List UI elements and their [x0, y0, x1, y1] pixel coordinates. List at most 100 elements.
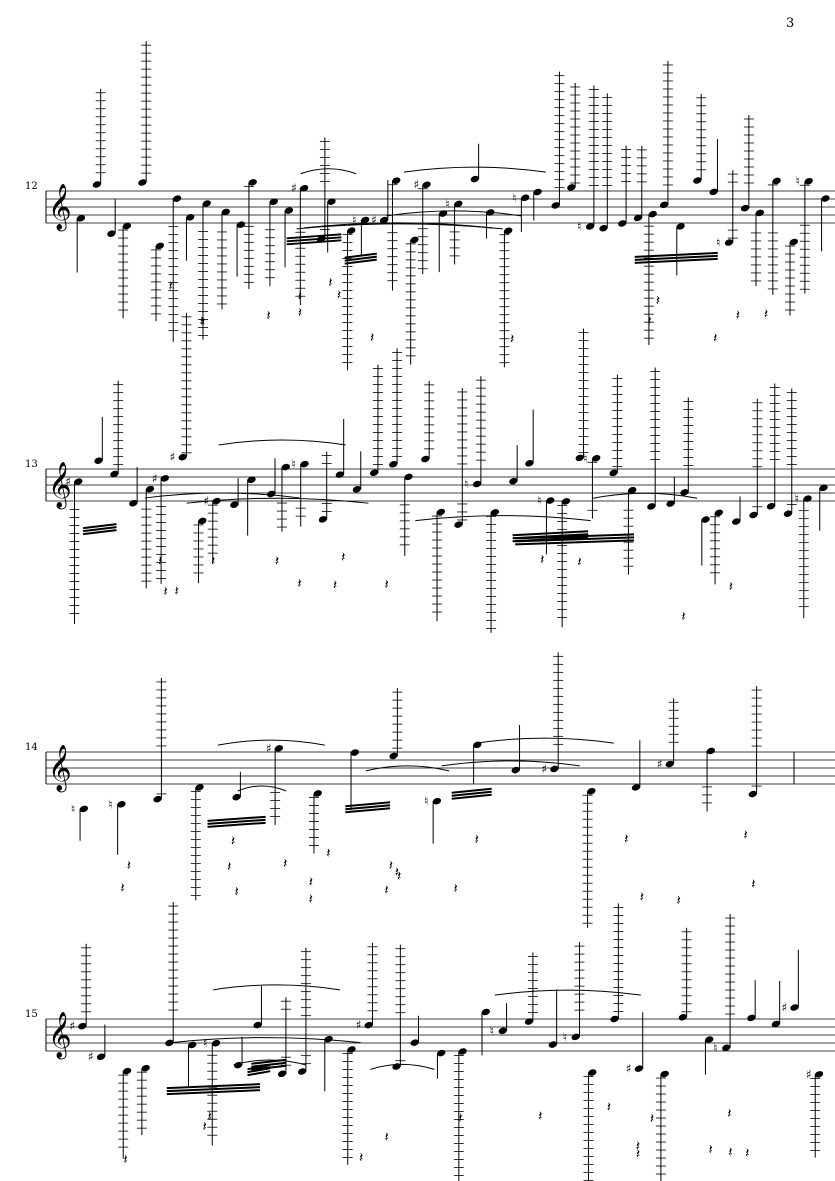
svg-text:♯: ♯: [152, 471, 158, 485]
note: [647, 367, 661, 510]
rest: 𝄽: [202, 1119, 206, 1135]
note: ♮: [352, 213, 370, 256]
svg-text:♯: ♯: [371, 213, 377, 227]
note: ♯: [204, 494, 221, 562]
rest: 𝄽: [298, 289, 302, 305]
rest: 𝄽: [676, 893, 680, 909]
note: [185, 214, 195, 261]
note: [410, 1015, 419, 1046]
note: [740, 114, 754, 212]
note: [232, 771, 241, 801]
svg-text:♯: ♯: [782, 1000, 788, 1014]
note: [267, 458, 276, 498]
note: [138, 41, 152, 186]
note: [421, 380, 435, 463]
note: [783, 388, 797, 517]
note: [710, 509, 724, 585]
note: [659, 60, 673, 209]
staff-system-12: 12𝄞♯♮♯♯♮♮♮♮♮𝄽𝄽𝄽𝄽𝄽𝄽𝄽𝄽𝄽𝄽𝄽𝄽𝄽𝄽𝄽: [25, 41, 835, 371]
rest: 𝄽: [337, 287, 341, 303]
note: [610, 903, 624, 1023]
note: ♮: [795, 492, 812, 619]
note: [481, 1008, 490, 1056]
rest: 𝄽: [458, 1110, 462, 1126]
beam: [166, 1086, 261, 1093]
svg-text:♮: ♮: [512, 191, 516, 205]
beam: [634, 257, 718, 264]
beam: [344, 255, 377, 262]
note: [327, 198, 336, 253]
rest: 𝄽: [650, 1111, 654, 1127]
staff-system-15: 15𝄞♯♯♮♯♮♮♯♮♯♯𝄽𝄽𝄽𝄽𝄽𝄽𝄽𝄽𝄽𝄽𝄽𝄽𝄽𝄽𝄽: [25, 902, 835, 1181]
rest: 𝄽: [607, 1100, 611, 1116]
tie: [475, 737, 614, 744]
rest: 𝄽: [744, 827, 748, 843]
note: [193, 517, 207, 584]
note: [316, 137, 330, 243]
beam: [515, 536, 635, 543]
note: [94, 416, 103, 464]
treble-clef-icon: 𝄞: [48, 1012, 72, 1060]
note: [230, 478, 239, 508]
beam: [82, 526, 117, 533]
note: [771, 980, 781, 1028]
note: [511, 724, 521, 774]
note: [389, 348, 403, 468]
note: ♯: [291, 181, 309, 306]
beam: [512, 530, 589, 537]
rest: 𝄽: [359, 1150, 363, 1166]
note: [432, 508, 446, 622]
tie: [441, 760, 580, 767]
note: [751, 209, 764, 287]
svg-text:♯: ♯: [65, 475, 71, 489]
rest: 𝄽: [681, 609, 685, 625]
note: ♯: [414, 178, 431, 275]
note: ♯: [170, 312, 192, 464]
note: [369, 364, 383, 477]
note: [387, 177, 401, 291]
beam: [207, 815, 266, 822]
beam: [251, 1058, 287, 1065]
beam: [344, 258, 377, 265]
rest: 𝄽: [309, 892, 313, 908]
svg-text:♮: ♮: [716, 236, 720, 250]
svg-text:♮: ♮: [577, 219, 581, 233]
svg-text:♮: ♮: [292, 457, 296, 471]
svg-text:♯: ♯: [69, 1019, 75, 1033]
rest: 𝄽: [751, 876, 755, 892]
tie: [213, 984, 341, 991]
note: ♮: [577, 85, 599, 233]
note: [342, 227, 356, 371]
note: ♯: [371, 180, 389, 227]
tie: [237, 785, 287, 792]
rest: 𝄽: [120, 880, 124, 896]
beam: [345, 804, 391, 811]
tie: [296, 223, 503, 230]
note: ♮: [583, 451, 601, 519]
rest: 𝄽: [713, 330, 717, 346]
rest: 𝄽: [736, 307, 740, 323]
rest: 𝄽: [395, 865, 399, 881]
note: ♯: [782, 949, 799, 1014]
beam: [247, 1070, 271, 1077]
rest: 𝄽: [200, 314, 204, 330]
note: [168, 195, 182, 342]
tie: [494, 989, 641, 996]
svg-text:♯: ♯: [626, 1062, 632, 1076]
beam: [345, 807, 391, 814]
note: [243, 179, 257, 290]
beam: [345, 801, 391, 808]
beam: [515, 539, 635, 546]
rest: 𝄽: [163, 584, 167, 600]
beam: [515, 533, 635, 540]
note: [324, 1035, 333, 1092]
note: [583, 1069, 597, 1181]
note: ♮: [796, 174, 813, 294]
note: [436, 1049, 446, 1079]
note: [819, 484, 828, 531]
note: ♮: [716, 170, 738, 250]
svg-text:♯: ♯: [266, 741, 272, 755]
rest: 𝄽: [158, 553, 162, 569]
beam: [451, 787, 492, 794]
rest: 𝄽: [169, 279, 173, 295]
